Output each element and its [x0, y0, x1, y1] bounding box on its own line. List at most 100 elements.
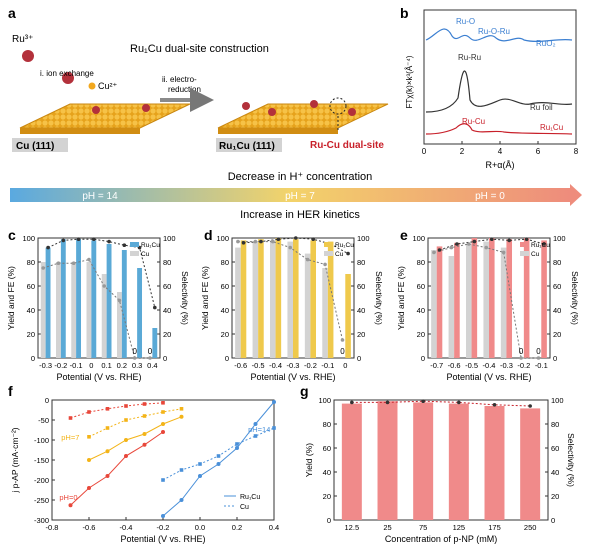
cu-slab-left-edge: [20, 128, 140, 134]
annotation-ru-cu: Ru-Cu: [462, 117, 485, 126]
dual-site-circle: [329, 97, 347, 115]
y-tick-label: 60: [221, 282, 229, 291]
x-tick-label: 0.1: [101, 361, 111, 370]
bar-cu: [304, 253, 311, 358]
fe-point-cu: [41, 266, 45, 270]
legend-ru-foil: Ru foil: [530, 103, 553, 112]
point-cu: [142, 414, 147, 418]
x-tick-label: 8: [574, 147, 579, 156]
y2-tick-label: 20: [551, 492, 559, 501]
annotation-ru-o-ru: Ru-O-Ru: [478, 27, 510, 36]
point-ru1cu: [87, 486, 91, 490]
x-tick-label: 0.2: [232, 523, 242, 532]
bar-cu: [116, 292, 122, 358]
point-cu: [105, 407, 110, 411]
fe-point-cu: [519, 356, 523, 360]
point-cu: [235, 442, 239, 446]
x-tick-label: 125: [453, 523, 466, 532]
y2-tick-label: 0: [551, 516, 555, 525]
point-ru1cu: [198, 474, 202, 478]
x-tick-label: -0.8: [46, 523, 59, 532]
fe-point-cu: [305, 257, 310, 262]
bar-ru1cu: [345, 274, 351, 358]
x-tick-label: 25: [383, 523, 391, 532]
fe-point-cu: [432, 250, 436, 255]
fe-point-cu: [466, 242, 471, 246]
fe-point-cu: [56, 261, 61, 266]
ruo2-curve: [425, 28, 573, 43]
zero-label: 0: [519, 347, 524, 356]
bar-yield: [520, 408, 541, 520]
y-tick-label: 40: [323, 468, 331, 477]
fe-point-cu: [270, 239, 275, 244]
selectivity-point: [350, 400, 354, 405]
ru-ion-ball: [22, 50, 34, 62]
fe-point-ru1cu: [524, 237, 529, 241]
fe-point-cu: [102, 284, 106, 288]
y2-tick-label: 80: [163, 258, 171, 267]
legend-ruo2: RuO₂: [536, 39, 556, 48]
bar-cu: [55, 262, 61, 358]
x-tick-label: -0.4: [120, 523, 133, 532]
bar-yield: [448, 403, 469, 520]
bar-ru1cu: [471, 238, 478, 358]
ru-atom: [92, 106, 100, 114]
fe-point-ru1cu: [437, 248, 442, 252]
x-tick-label: 12.5: [345, 523, 360, 532]
bar-cu: [86, 262, 92, 358]
y-tick-label: 0: [45, 396, 49, 405]
bar-cu: [448, 256, 455, 358]
y-tick-label: -200: [34, 476, 49, 485]
fe-point-ru1cu: [455, 242, 459, 246]
y2-tick-label: 100: [357, 234, 370, 243]
y-tick-label: 0: [31, 354, 35, 363]
point-cu: [124, 404, 128, 408]
bar-cu: [483, 241, 489, 358]
y2-tick-label: 40: [357, 306, 365, 315]
point-ru1cu: [142, 442, 147, 447]
fe-point-cu: [449, 245, 454, 250]
bar-ru1cu: [506, 239, 513, 358]
fe-point-cu: [236, 239, 240, 244]
fe-point-cu: [71, 261, 76, 266]
y2-tick-label: 100: [553, 234, 566, 243]
point-cu: [161, 401, 165, 405]
fe-point-ru1cu: [472, 239, 477, 244]
fe-point-ru1cu: [92, 237, 96, 241]
point-cu: [272, 426, 276, 430]
selectivity-point: [457, 400, 461, 405]
y2-axis-label: Selectivity (%): [374, 271, 384, 325]
point-cu: [161, 478, 165, 482]
y-axis-label: Yield and FE (%): [6, 266, 16, 330]
y2-tick-label: 80: [553, 258, 561, 267]
y-axis-label: Yield (%): [304, 443, 314, 477]
bar-ru1cu: [258, 239, 264, 358]
bar-ru1cu: [489, 238, 495, 358]
y-tick-label: 40: [221, 306, 229, 315]
x-axis-label: Concentration of p-NP (mM): [385, 534, 497, 544]
ph-gradient-section: Decrease in H⁺ concentration pH = 14 pH …: [10, 171, 582, 221]
bar-ru1cu: [293, 239, 299, 358]
legend-ru1cu: Ru₁Cu: [540, 123, 563, 132]
x-tick-label: 6: [536, 147, 541, 156]
x-tick-label: -0.2: [157, 523, 170, 532]
x-axis-label: Potential (V vs. RHE): [120, 534, 205, 544]
y2-tick-label: 60: [553, 282, 561, 291]
legend-label-cu: Cu: [531, 251, 540, 258]
panel-a: a Ru₁Cu dual-site construction Ru³⁺ i. i…: [8, 5, 389, 152]
ru-ion-ball: [62, 72, 74, 84]
y-tick-label: 80: [417, 258, 425, 267]
y2-tick-label: 60: [357, 282, 365, 291]
legend-label-ru1cu: Ru₁Cu: [335, 242, 354, 249]
y2-tick-label: 80: [357, 258, 365, 267]
y-tick-label: 80: [221, 258, 229, 267]
legend-label-ru1cu: Ru₁Cu: [141, 242, 160, 249]
x-tick-label: -0.5: [252, 361, 265, 370]
ru-foil-curve: [425, 70, 573, 113]
point-ru1cu: [68, 503, 73, 508]
y-tick-label: 0: [421, 354, 425, 363]
y2-tick-label: 100: [163, 234, 176, 243]
bar-yield: [413, 402, 434, 520]
